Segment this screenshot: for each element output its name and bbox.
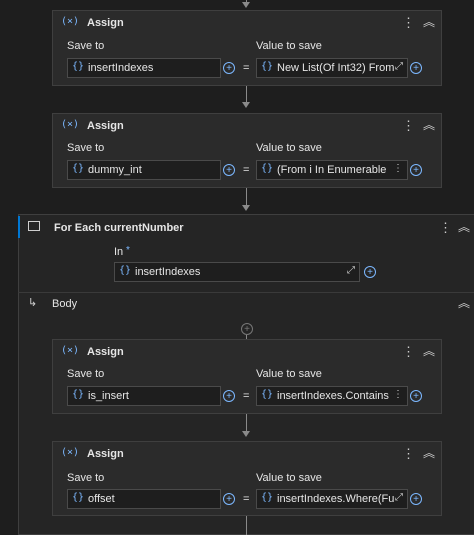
variable-brace-icon: {} [261,389,274,400]
connector-arrow-icon [242,205,250,211]
expand-editor-icon[interactable]: ⤢ [395,61,403,72]
variable-icon: (×) [61,119,80,130]
connector-arrow-icon [242,102,250,108]
equals-sign: = [243,62,250,74]
connector-line [246,414,247,434]
variable-brace-icon: {} [261,61,274,72]
equals-sign: = [243,390,250,402]
activity-header: (×) Assign ⋮ ︽ [53,11,441,35]
add-activity-icon[interactable]: + [241,323,253,335]
collapse-icon[interactable]: ︽ [422,15,435,29]
value-to-save-label: Value to save [256,368,322,380]
plus-icon[interactable]: + [223,164,235,176]
variable-brace-icon: {} [72,163,85,174]
connector-line [246,516,247,535]
assign-activity-3[interactable]: (×) Assign ⋮ ︽ Save to Value to save {} … [52,339,442,414]
save-to-value: dummy_int [88,164,142,176]
activity-title: Assign [87,17,124,29]
activity-header: (×) Assign ⋮ ︽ [53,442,441,466]
in-field[interactable]: {} insertIndexes ⤢ [114,262,360,282]
collapse-icon[interactable]: ︽ [458,220,471,234]
value-field[interactable]: {} (From i In Enumerable ⋮ [256,160,408,180]
activity-header: (×) Assign ⋮ ︽ [53,340,441,364]
collapse-icon[interactable]: ︽ [422,446,435,460]
save-to-field[interactable]: {} dummy_int [67,160,221,180]
activity-title: Assign [87,120,124,132]
variable-brace-icon: {} [72,61,85,72]
collapse-icon[interactable]: ︽ [458,296,471,310]
save-to-value: is_insert [88,390,129,402]
variable-brace-icon: {} [72,389,85,400]
save-to-field[interactable]: {} offset [67,489,221,509]
variable-brace-icon: {} [119,265,132,276]
more-options-icon[interactable]: ⋮ [439,220,452,235]
save-to-field[interactable]: {} insertIndexes [67,58,221,78]
required-marker: * [126,245,130,256]
plus-icon[interactable]: + [223,62,235,74]
activity-header: (×) Assign ⋮ ︽ [53,114,441,138]
connector-line [246,188,247,208]
more-options-icon[interactable]: ⋮ [393,389,403,400]
variable-brace-icon: {} [261,492,274,503]
value-expression: (From i In Enumerable [277,164,387,176]
activity-title: Assign [87,346,124,358]
save-to-label: Save to [67,142,105,154]
connector-arrow-icon [242,2,250,8]
connector-arrow-icon [242,431,250,437]
in-label: In [114,246,124,258]
assign-activity-2[interactable]: (×) Assign ⋮ ︽ Save to Value to save {} … [52,113,442,188]
plus-icon[interactable]: + [410,62,422,74]
variable-brace-icon: {} [72,492,85,503]
value-to-save-label: Value to save [256,40,322,52]
save-to-label: Save to [67,472,105,484]
variable-icon: (×) [61,345,80,356]
plus-icon[interactable]: + [223,493,235,505]
value-field[interactable]: {} New List(Of Int32) From ⤢ [256,58,408,78]
plus-icon[interactable]: + [223,390,235,402]
plus-icon[interactable]: + [410,390,422,402]
loop-icon [28,221,40,231]
expand-editor-icon[interactable]: ⤢ [395,492,403,503]
value-field[interactable]: {} insertIndexes.Where(Fu ⤢ [256,489,408,509]
equals-sign: = [243,493,250,505]
more-options-icon[interactable]: ⋮ [402,344,415,359]
in-value: insertIndexes [135,266,201,278]
variable-icon: (×) [61,447,80,458]
value-expression: insertIndexes.Contains [277,390,389,402]
assign-activity-1[interactable]: (×) Assign ⋮ ︽ Save to Value to save {} … [52,10,442,86]
connector-line [246,86,247,106]
more-options-icon[interactable]: ⋮ [402,446,415,461]
expand-editor-icon[interactable]: ⤢ [347,265,355,276]
equals-sign: = [243,164,250,176]
more-options-icon[interactable]: ⋮ [402,15,415,30]
variable-icon: (×) [61,16,80,27]
plus-icon[interactable]: + [410,164,422,176]
value-expression: insertIndexes.Where(Fu [277,493,395,505]
save-to-value: insertIndexes [88,62,154,74]
assign-activity-4[interactable]: (×) Assign ⋮ ︽ Save to Value to save {} … [52,441,442,516]
value-to-save-label: Value to save [256,142,322,154]
selection-accent [18,216,20,238]
body-section [18,292,474,312]
plus-icon[interactable]: + [364,266,376,278]
connector-line [246,335,247,339]
body-label: Body [52,298,78,310]
for-each-title: For Each currentNumber [54,222,184,234]
value-field[interactable]: {} insertIndexes.Contains ⋮ [256,386,408,406]
save-to-value: offset [88,493,115,505]
value-to-save-label: Value to save [256,472,322,484]
save-to-field[interactable]: {} is_insert [67,386,221,406]
value-expression: New List(Of Int32) From [277,62,395,74]
activity-title: Assign [87,448,124,460]
more-options-icon[interactable]: ⋮ [402,118,415,133]
more-options-icon[interactable]: ⋮ [393,163,403,174]
variable-brace-icon: {} [261,163,274,174]
save-to-label: Save to [67,40,105,52]
plus-icon[interactable]: + [410,493,422,505]
collapse-icon[interactable]: ︽ [422,118,435,132]
collapse-icon[interactable]: ︽ [422,344,435,358]
save-to-label: Save to [67,368,105,380]
body-arrow-icon: ↳ [28,297,38,309]
